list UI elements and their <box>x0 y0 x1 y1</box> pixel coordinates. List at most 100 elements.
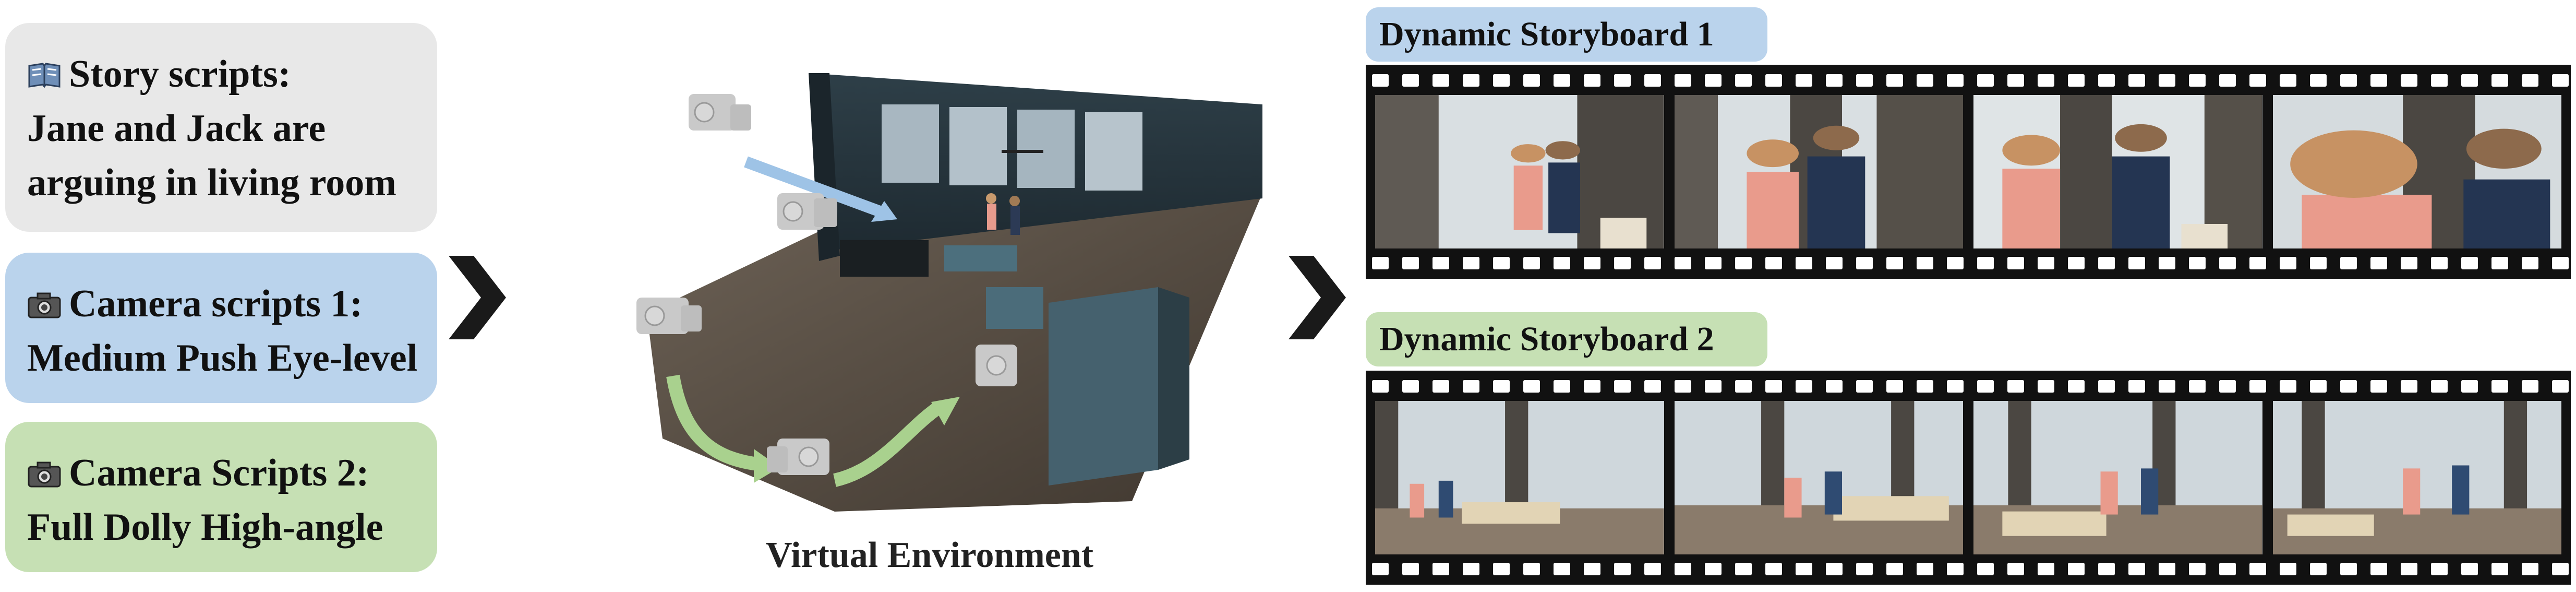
film-perforation-hole <box>2340 74 2357 87</box>
film-perforation-hole <box>2007 257 2024 269</box>
film-perforation-hole <box>1523 257 1540 269</box>
film-perforation-hole <box>1554 257 1570 269</box>
camera-model <box>767 439 829 475</box>
film-perforation-hole <box>1675 380 1691 393</box>
film-perforation-hole <box>1886 380 1903 393</box>
film-perforation-hole <box>1886 257 1903 269</box>
film-perforation-hole <box>2249 257 2266 269</box>
film-perforation-hole <box>2431 257 2448 269</box>
storyboard-2-frame <box>1674 401 1963 554</box>
film-perforation-hole <box>2340 257 2357 269</box>
film-perforation-hole <box>1493 380 1510 393</box>
film-perforations <box>1372 380 2569 393</box>
film-perforation-hole <box>2401 74 2417 87</box>
film-perforation-hole <box>1463 563 1479 575</box>
film-perforation-hole <box>1977 257 1994 269</box>
film-perforation-hole <box>1614 380 1631 393</box>
storyboard-1-frame <box>2272 95 2561 248</box>
film-perforation-hole <box>1796 257 1812 269</box>
film-perforation-hole <box>2280 257 2296 269</box>
film-perforation-hole <box>1372 74 1389 87</box>
film-perforation-hole <box>2098 257 2115 269</box>
room-partition-wall <box>1049 287 1158 486</box>
film-perforation-hole <box>2007 380 2024 393</box>
film-perforation-hole <box>2310 74 2327 87</box>
film-perforation-hole <box>2461 257 2478 269</box>
book-icon <box>28 63 61 88</box>
film-perforation-hole <box>2280 380 2296 393</box>
room-sofa <box>840 240 929 277</box>
camera-script-1-box: Camera scripts 1: Medium Push Eye-level <box>5 253 437 403</box>
story-script-heading: Story scripts: <box>69 53 291 96</box>
film-perforation-hole <box>1554 74 1570 87</box>
film-perforation-hole <box>1584 257 1600 269</box>
film-perforation-hole <box>2280 74 2296 87</box>
film-perforation-hole <box>1463 380 1479 393</box>
film-perforation-hole <box>1826 380 1843 393</box>
film-perforation-hole <box>1826 563 1843 575</box>
film-perforation-hole <box>2159 257 2175 269</box>
film-perforation-hole <box>1493 563 1510 575</box>
film-perforation-hole <box>2159 74 2175 87</box>
film-perforation-hole <box>1826 74 1843 87</box>
film-perforation-hole <box>1675 74 1691 87</box>
film-perforation-hole <box>1675 563 1691 575</box>
storyboard-1-frame <box>1674 95 1963 248</box>
camera-model <box>777 193 837 230</box>
film-perforation-hole <box>1947 74 1964 87</box>
film-perforation-hole <box>2128 563 2145 575</box>
camera-script-2-line-1: Full Dolly High-angle <box>27 506 383 549</box>
storyboard-1-title: Dynamic Storyboard 1 <box>1366 7 1767 62</box>
film-perforation-hole <box>1947 380 1964 393</box>
film-perforation-hole <box>2461 380 2478 393</box>
camera-model <box>636 298 702 334</box>
film-perforation-hole <box>1796 380 1812 393</box>
film-perforation-hole <box>1614 74 1631 87</box>
film-perforation-hole <box>1433 563 1449 575</box>
film-perforation-hole <box>1675 257 1691 269</box>
film-perforation-hole <box>1523 380 1540 393</box>
film-perforation-hole <box>1523 74 1540 87</box>
camera-script-1-line-1: Medium Push Eye-level <box>27 337 418 380</box>
film-perforation-hole <box>2310 257 2327 269</box>
film-perforation-hole <box>2249 74 2266 87</box>
film-perforation-hole <box>1705 380 1722 393</box>
film-perforation-hole <box>1614 563 1631 575</box>
camera-script-2-title-line: Camera Scripts 2: <box>27 446 437 500</box>
film-perforation-hole <box>2219 563 2236 575</box>
film-perforation-hole <box>1402 257 1419 269</box>
film-perforation-hole <box>1947 257 1964 269</box>
film-perforation-hole <box>1765 563 1782 575</box>
film-perforation-hole <box>2189 380 2206 393</box>
film-perforation-hole <box>1977 74 1994 87</box>
film-perforation-hole <box>2370 257 2387 269</box>
film-perforation-hole <box>1584 74 1600 87</box>
storyboard-1-frame <box>1973 95 2262 248</box>
chevron-right-icon <box>449 256 506 339</box>
film-perforation-hole <box>1947 563 1964 575</box>
film-perforation-hole <box>1856 74 1873 87</box>
film-perforation-hole <box>1765 74 1782 87</box>
film-perforation-hole <box>1796 74 1812 87</box>
virtual-environment-scene <box>636 73 1262 512</box>
film-perforation-hole <box>2310 380 2327 393</box>
chevron-right-icon <box>1289 256 1346 339</box>
film-perforation-hole <box>2522 74 2538 87</box>
film-perforation-hole <box>2128 380 2145 393</box>
film-perforation-hole <box>1372 563 1389 575</box>
film-perforation-hole <box>1765 257 1782 269</box>
film-perforation-hole <box>1614 257 1631 269</box>
camera-script-2-heading: Camera Scripts 2: <box>69 452 369 494</box>
film-perforation-hole <box>1644 563 1661 575</box>
storyboard-1-filmstrip <box>1366 65 2571 279</box>
film-perforation-hole <box>1796 563 1812 575</box>
film-perforation-hole <box>2159 380 2175 393</box>
film-perforation-hole <box>1402 563 1419 575</box>
film-perforation-hole <box>2370 74 2387 87</box>
film-perforation-hole <box>2189 74 2206 87</box>
blue-camera-path <box>744 156 889 220</box>
film-perforation-hole <box>2249 380 2266 393</box>
film-perforation-hole <box>1735 563 1752 575</box>
film-perforation-hole <box>2552 380 2569 393</box>
film-perforation-hole <box>1433 74 1449 87</box>
